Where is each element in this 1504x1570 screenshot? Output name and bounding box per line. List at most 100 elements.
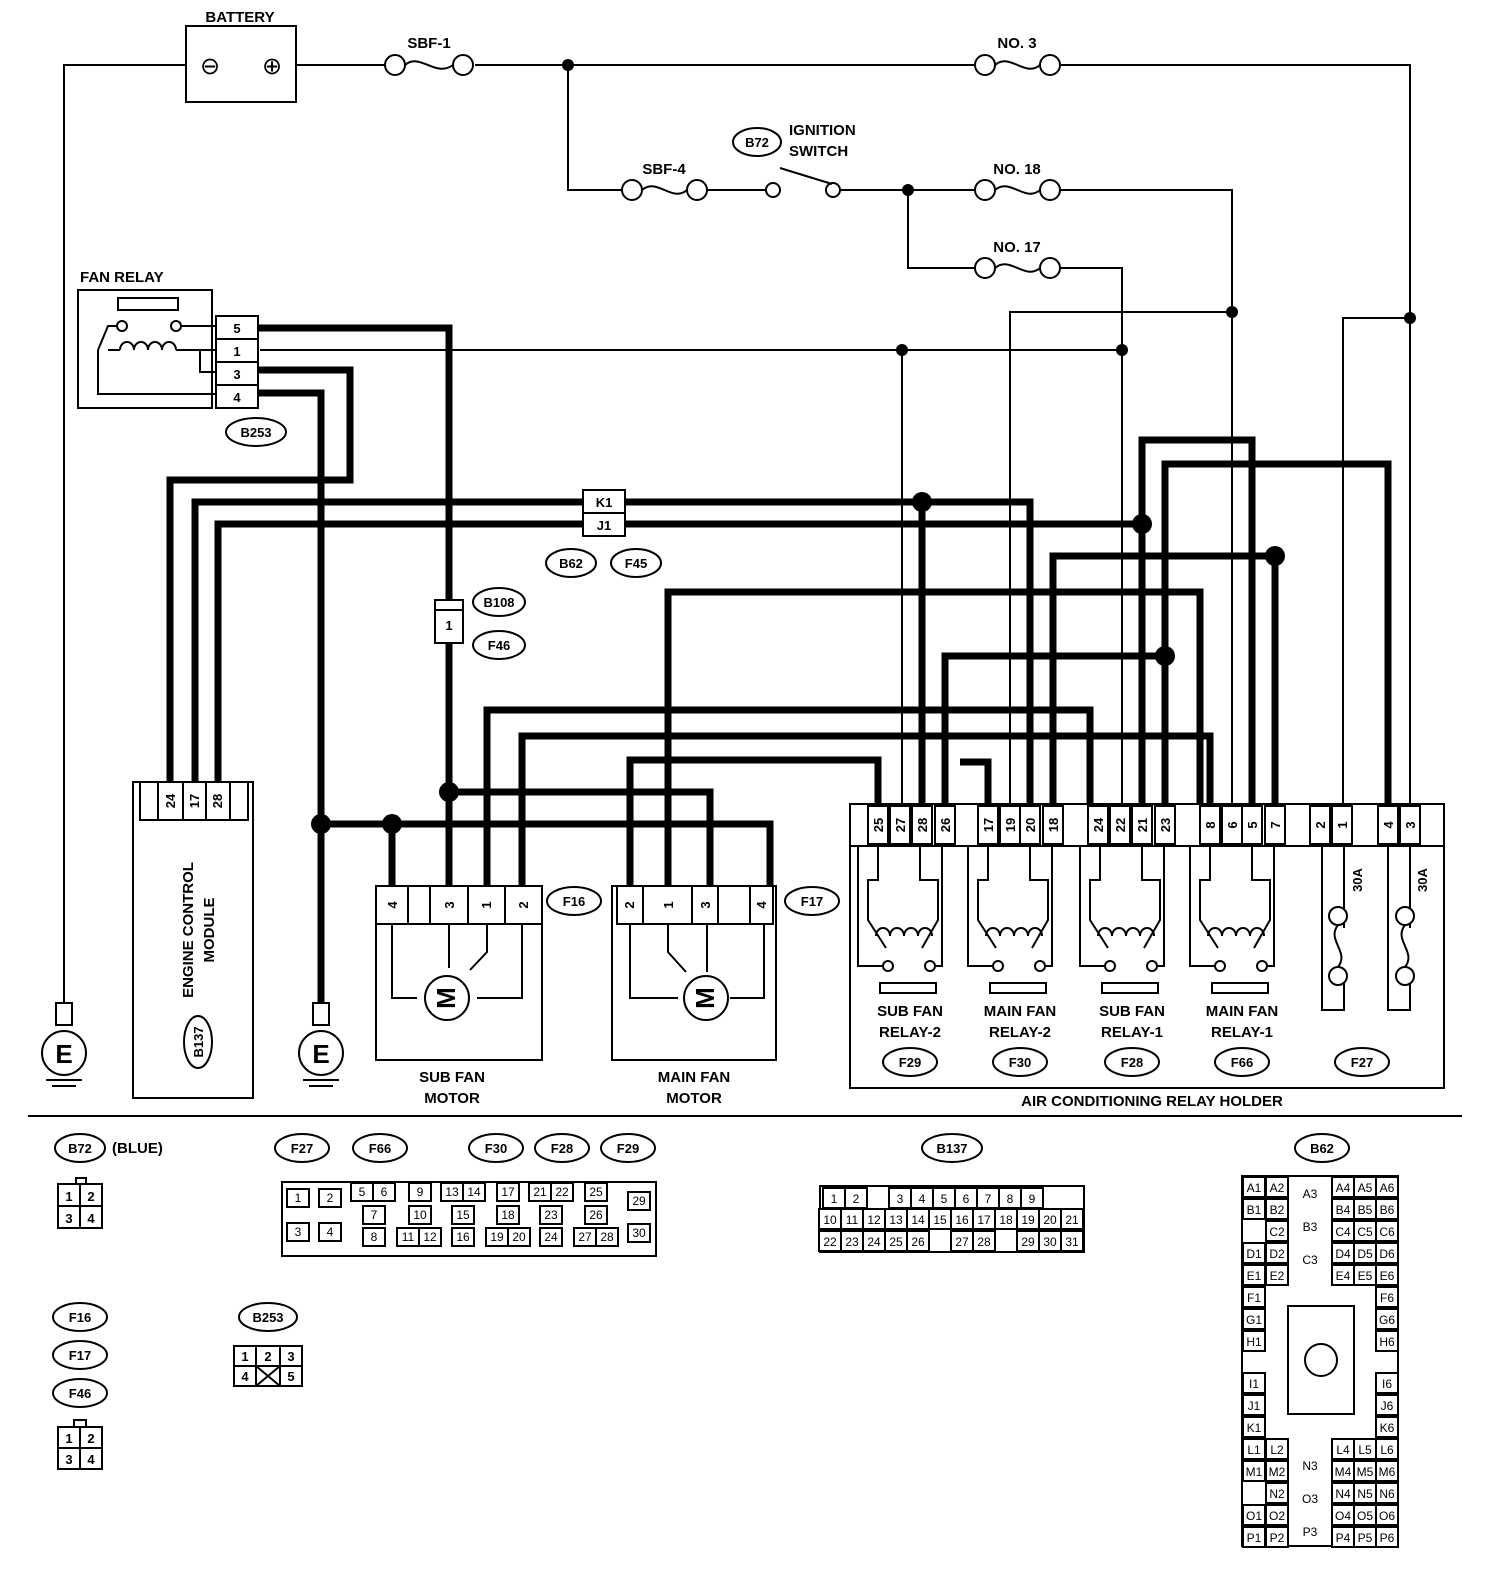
legend-pin: B4 (1336, 1203, 1351, 1217)
legend-pin: H6 (1379, 1335, 1395, 1349)
legend-pin: 4 (919, 1192, 926, 1206)
relay-label-2: RELAY-1 (1101, 1024, 1163, 1041)
relay-switch-icon (1211, 982, 1269, 994)
legend-pin: 15 (456, 1208, 470, 1222)
legend-pin: M6 (1379, 1465, 1396, 1479)
legend-pin: G6 (1379, 1313, 1395, 1327)
legend-pin-cell (595, 1227, 619, 1247)
relay-contact-icon (1214, 960, 1226, 972)
legend-pin: B5 (1358, 1203, 1373, 1217)
legend-pin-cell (1375, 1504, 1399, 1526)
fan-relay-pin: 1 (233, 344, 240, 359)
harness-wires (166, 324, 1392, 1003)
inline-connector-tag: F46 (488, 638, 510, 653)
legend-pin-cell (1060, 1230, 1084, 1252)
legend-tag: F16 (69, 1310, 91, 1325)
legend-pin: O5 (1357, 1509, 1373, 1523)
relay-holder-pin-cell (1019, 805, 1041, 845)
legend-pin: 4 (241, 1369, 249, 1384)
legend-pin: F6 (1380, 1291, 1394, 1305)
ecm-pin: 24 (163, 793, 178, 808)
ignition-switch: B72 IGNITION SWITCH (732, 122, 856, 198)
relay-holder-pin-cell (1042, 805, 1064, 845)
relay-holder-pin-cell (1331, 805, 1353, 845)
legend-pin: D2 (1269, 1247, 1285, 1261)
legend-pin: 4 (87, 1452, 95, 1467)
legend-pin-cell (1375, 1286, 1399, 1308)
legend-pin-cell (539, 1227, 563, 1247)
relay-holder-pin-cell (911, 805, 933, 845)
legend-pin: 23 (544, 1208, 558, 1222)
sub-fan-connector-tag: F16 (563, 894, 585, 909)
relay-holder-pin-cell (1264, 805, 1286, 845)
legend-pin: M5 (1357, 1465, 1374, 1479)
legend-pin: 20 (512, 1230, 526, 1244)
legend-pin: E4 (1336, 1269, 1351, 1283)
main-fan-connector-tag: F17 (801, 894, 823, 909)
legend-pin: 2 (327, 1191, 334, 1205)
relay-wire (967, 846, 992, 967)
legend-b137-tag: B137 (936, 1141, 967, 1156)
holder-fuse-rating: 30A (1415, 867, 1430, 891)
relay-connector-outline (1104, 1047, 1160, 1077)
legend-pin: 2 (87, 1431, 94, 1446)
legend-pin: B2 (1270, 1203, 1285, 1217)
motor-icon: M (690, 987, 720, 1009)
relay-coil-icon (1207, 927, 1265, 937)
legend-b253: B253 1 2 3 4 5 (233, 1302, 303, 1387)
legend-b72-note: (BLUE) (112, 1140, 163, 1157)
legend-pin: 25 (589, 1185, 603, 1199)
legend-pin: 30 (1043, 1235, 1057, 1249)
relay-contact-icon (1104, 960, 1116, 972)
legend-pin: 28 (977, 1235, 991, 1249)
relay-holder-pin: 22 (1113, 818, 1128, 832)
relay-wire (919, 846, 939, 949)
legend-pin: 3 (295, 1225, 302, 1239)
legend-pin: H1 (1246, 1335, 1262, 1349)
legend-pin-cell (584, 1205, 608, 1225)
legend-pin: E6 (1380, 1269, 1395, 1283)
legend-pin: L6 (1380, 1443, 1394, 1457)
legend-pin: 13 (445, 1185, 459, 1199)
ecm-label-2: MODULE (201, 898, 218, 963)
relay-holder-pin-cell (1154, 805, 1176, 845)
legend-pin-cell (627, 1223, 651, 1243)
legend-pin: B3 (1303, 1220, 1318, 1234)
fuse-sbf4-label: SBF-4 (642, 161, 686, 178)
relay-holder-pin-cell (977, 805, 999, 845)
legend-pin: 13 (889, 1213, 903, 1227)
ignition-connector-tag: B72 (745, 135, 769, 150)
relay-holder-pin-cell (1241, 805, 1263, 845)
legend-pin-cell (1242, 1330, 1266, 1352)
relay-connector-tag: F66 (1231, 1055, 1253, 1070)
relay-holder-pin: 23 (1158, 818, 1173, 832)
legend-pin-cell (1375, 1394, 1399, 1416)
legend-pin: A3 (1303, 1187, 1318, 1201)
ecm-pin: 28 (210, 794, 225, 808)
legend-pin-cell (1265, 1438, 1289, 1460)
legend-pin-cell (1265, 1220, 1289, 1242)
relay-contact-icon (1146, 960, 1158, 972)
legend-pin: L2 (1270, 1443, 1284, 1457)
legend-pin-cell (1265, 1482, 1289, 1504)
legend-pin: 25 (889, 1235, 903, 1249)
legend-pin-cell (1375, 1482, 1399, 1504)
legend-pin-cell (496, 1205, 520, 1225)
legend-pin: A1 (1247, 1181, 1262, 1195)
relay-holder-pin: 24 (1091, 817, 1106, 832)
legend-pin: 22 (823, 1235, 837, 1249)
legend-pin: 12 (867, 1213, 881, 1227)
legend-pin-cell (1375, 1220, 1399, 1242)
legend-pin: 23 (845, 1235, 859, 1249)
relay-holder-pin: 21 (1135, 818, 1150, 832)
main-fan-pin: 3 (698, 901, 713, 908)
legend-b62-tag: B62 (1310, 1141, 1334, 1156)
fuse-no17: NO. 17 (974, 239, 1061, 279)
relay-holder-title: AIR CONDITIONING RELAY HOLDER (1021, 1093, 1283, 1110)
engine-control-module: 24 17 28 ENGINE CONTROL MODULE B137 (132, 781, 254, 1099)
legend-pin: 16 (955, 1213, 969, 1227)
